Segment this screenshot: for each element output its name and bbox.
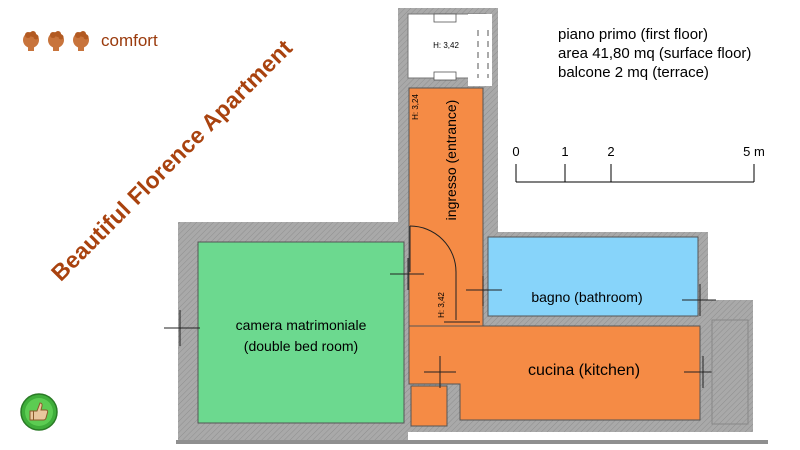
- statue-head-icon: [73, 31, 89, 51]
- info-balcony: balcone 2 mq (terrace): [558, 64, 709, 81]
- storage: [410, 385, 448, 427]
- bedroom-label-2: (double bed room): [244, 338, 358, 354]
- kitchen-label: cucina (kitchen): [528, 362, 640, 379]
- terrace: [711, 319, 749, 425]
- scale-label-0: 0: [512, 144, 519, 159]
- scale-label-1: 1: [561, 144, 568, 159]
- height-corridor-lower: H: 3,42: [437, 292, 446, 318]
- bedroom-label-1: camera matrimoniale: [236, 317, 367, 333]
- scale-label-5: 5 m: [743, 144, 765, 159]
- room-bedroom: [197, 241, 405, 424]
- thumbs-up-icon[interactable]: [19, 392, 59, 432]
- statue-head-icon: [23, 31, 39, 51]
- door-swing: [409, 225, 457, 320]
- room-entrance: [408, 87, 484, 329]
- entrance-label: ingresso (entrance): [443, 100, 459, 221]
- balcony-window-lower: [433, 71, 457, 81]
- info-area: area 41,80 mq (surface floor): [558, 45, 752, 62]
- info-floor: piano primo (first floor): [558, 26, 709, 43]
- comfort-rating: comfort: [20, 30, 158, 52]
- comfort-label: comfort: [101, 31, 158, 50]
- scale-label-2: 2: [607, 144, 614, 159]
- bathroom-label: bagno (bathroom): [531, 289, 642, 305]
- wall-bottom: [176, 440, 768, 444]
- apartment-info: piano primo (first floor) area 41,80 mq …: [558, 25, 751, 82]
- room-bathroom: [487, 236, 699, 317]
- room-kitchen: [408, 325, 701, 421]
- door-ticks: [164, 258, 720, 388]
- balcony-window: [433, 13, 457, 23]
- scale-bar: 0 1 2 5 m: [512, 144, 765, 183]
- statue-head-icon: [48, 31, 64, 51]
- height-corridor-upper: H: 3,24: [411, 94, 420, 120]
- height-balcony: H: 3,42: [433, 41, 459, 50]
